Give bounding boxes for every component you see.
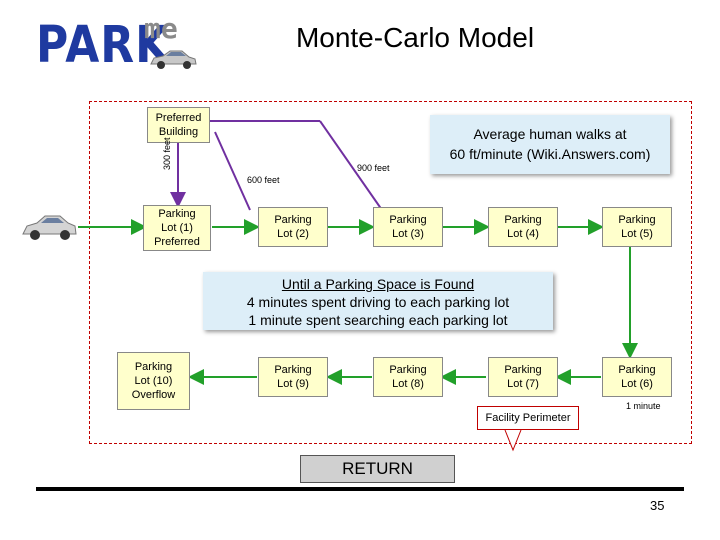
- lot-label-line: Parking: [618, 364, 656, 376]
- lot-label-line: Lot (5): [621, 228, 653, 240]
- lot-label-line: Lot (8): [392, 378, 424, 390]
- lot-label-line: Parking: [618, 214, 656, 226]
- distance-600-label: 600 feet: [247, 175, 280, 185]
- preferred-building-line2: Building: [158, 126, 199, 138]
- facility-perimeter-label: Facility Perimeter: [477, 406, 579, 430]
- preferred-building: Preferred Building: [147, 107, 210, 143]
- car-icon: [22, 215, 77, 240]
- distance-300-label: 300 feet: [162, 137, 172, 170]
- lot-label-line: Parking: [504, 214, 542, 226]
- search-time-callout: Until a Parking Space is Found 4 minutes…: [203, 272, 553, 330]
- search-note-line1: Until a Parking Space is Found: [281, 276, 475, 292]
- page-number: 35: [650, 498, 665, 513]
- walk-line-lot3: [319, 120, 383, 211]
- walk-speed-callout: Average human walks at 60 ft/minute (Wik…: [430, 115, 670, 174]
- facility-perimeter-border: [89, 101, 692, 444]
- one-minute-label: 1 minute: [626, 401, 661, 411]
- lot-label-line: Parking: [158, 208, 196, 220]
- lot-label-line: Parking: [504, 364, 542, 376]
- lot-label-line: Lot (3): [392, 228, 424, 240]
- lot-label-line: Parking: [389, 364, 427, 376]
- parkme-logo: PARK me: [36, 12, 206, 75]
- lot-label-line: Parking: [274, 214, 312, 226]
- car-logo-icon: [150, 50, 197, 69]
- lot-label-line: Lot (1): [161, 222, 193, 234]
- lot-label-line: Lot (2): [277, 228, 309, 240]
- search-note-line2: 4 minutes spent driving to each parking …: [246, 294, 510, 310]
- footer-divider: [36, 487, 684, 491]
- lot-label-line: Lot (9): [277, 378, 309, 390]
- distance-900-label: 900 feet: [357, 163, 390, 173]
- lot-label-line: Lot (6): [621, 378, 653, 390]
- logo-me-text: me: [144, 12, 178, 45]
- lot-label-line: Parking: [389, 214, 427, 226]
- facility-pointer: [504, 429, 522, 452]
- walk-note-line2: 60 ft/minute (Wiki.Answers.com): [449, 146, 651, 162]
- logo-park-text: PARK: [36, 16, 171, 75]
- page-title: Monte-Carlo Model: [295, 22, 535, 53]
- lot-label-line: Lot (10): [134, 375, 173, 387]
- search-note-line3: 1 minute spent searching each parking lo…: [248, 312, 508, 328]
- lot-label-line: Preferred: [154, 236, 200, 248]
- preferred-building-line1: Preferred: [155, 112, 202, 124]
- lot-label-line: Lot (7): [507, 378, 539, 390]
- return-button[interactable]: RETURN: [300, 455, 455, 483]
- lot-label-line: Lot (4): [507, 228, 539, 240]
- walk-note-line1: Average human walks at: [473, 126, 627, 142]
- lot-label-line: Parking: [134, 361, 173, 373]
- walk-line-lot2: [214, 131, 251, 211]
- lot-label-line: Parking: [274, 364, 312, 376]
- lot-label-line: Overflow: [131, 389, 176, 401]
